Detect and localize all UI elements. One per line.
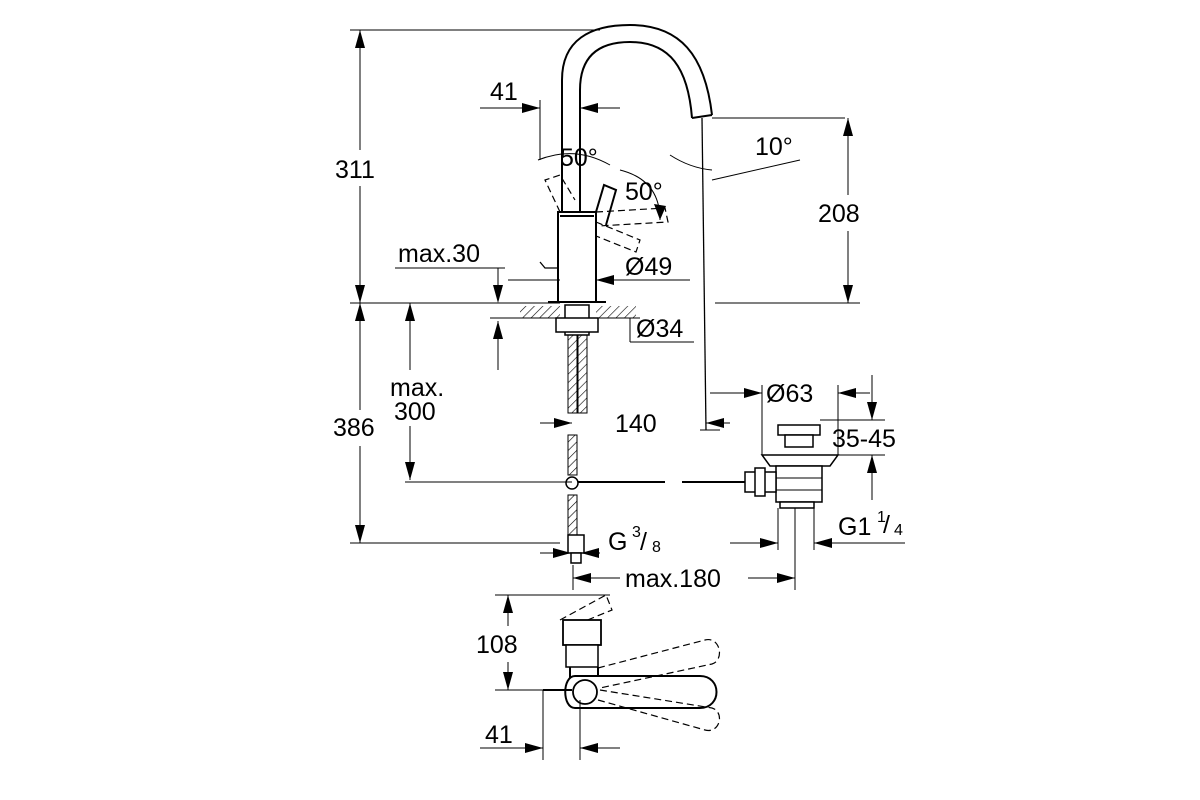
waste-thread-numerator: 1	[877, 509, 886, 526]
reach-dimension: 140	[540, 410, 730, 438]
waste-thread-slash: /	[883, 511, 890, 539]
deck-dimensions: max.30 Ø49 Ø34	[395, 240, 694, 370]
dim-35-45-label: 35-45	[832, 425, 896, 453]
supply-thread-main: G	[608, 528, 627, 556]
dim-dia34-label: Ø34	[636, 315, 683, 343]
dim-dia49-label: Ø49	[625, 253, 672, 281]
top-annotations: 41 50° 50° 10°	[480, 78, 845, 221]
height-dimension-left: 311 386	[325, 29, 600, 544]
waste-thread-denominator: 4	[894, 522, 903, 539]
max180-dimension: max.180	[572, 508, 796, 593]
supply-thread-slash: /	[640, 528, 647, 556]
supply-thread-denominator: 8	[652, 539, 661, 556]
dim-386-label: 386	[333, 414, 375, 442]
dim-10deg-label: 10°	[755, 133, 793, 161]
dim-208-label: 208	[818, 200, 860, 228]
dim-max30-label: max.30	[398, 240, 480, 268]
rod-length-dimension: max. 300	[385, 303, 455, 480]
dim-max180-label: max.180	[625, 565, 721, 593]
supply-thread-numerator: 3	[632, 524, 641, 541]
dim-50deg-front-label: 50°	[560, 144, 598, 172]
supply-thread-dimension: G 3 / 8	[540, 524, 661, 558]
plan-view: 108 41	[470, 594, 721, 760]
dim-41-bottom-label: 41	[485, 721, 513, 749]
dim-50deg-side-label: 50°	[625, 178, 663, 206]
dim-max-line1-label: max.	[390, 374, 444, 402]
waste-thread-main: G1	[838, 513, 871, 541]
waste-assembly: Ø63 35-45 G1 1 / 4	[710, 375, 905, 550]
dim-41-top-label: 41	[490, 78, 518, 106]
spout-height-dimension: 208	[715, 118, 874, 304]
dim-300-label: 300	[394, 398, 436, 426]
dim-108-label: 108	[476, 631, 518, 659]
dim-dia63-label: Ø63	[766, 380, 813, 408]
dim-311-label: 311	[335, 156, 375, 184]
dim-140-label: 140	[615, 410, 657, 438]
